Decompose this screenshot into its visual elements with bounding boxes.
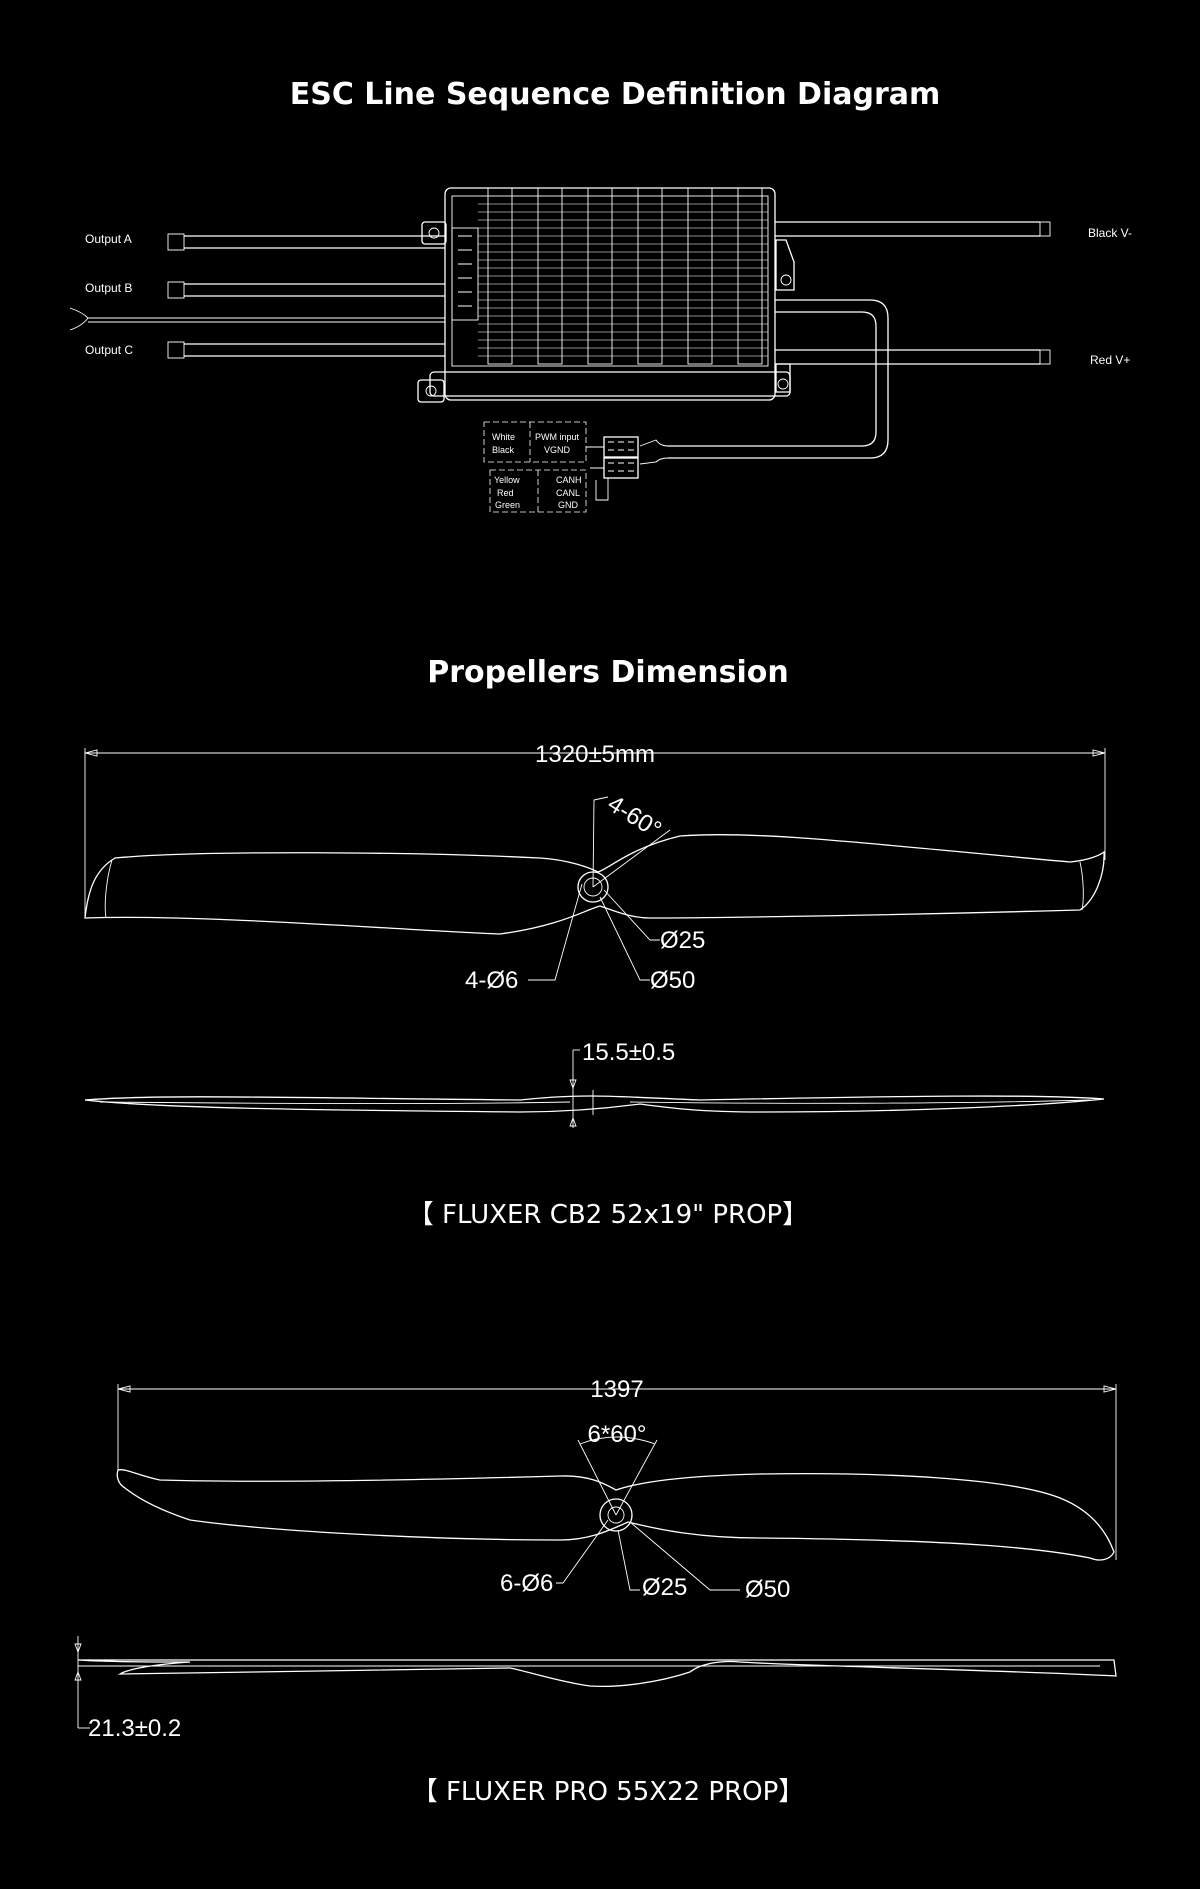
pro-top-view xyxy=(116,1384,1117,1591)
output-b-wire xyxy=(184,283,445,297)
can-row1-signal: CANH xyxy=(556,475,582,485)
cb2-length-label: 1320±5mm xyxy=(535,741,655,768)
pwm-plug xyxy=(603,436,639,458)
pwm-row2-color: Black xyxy=(492,445,515,455)
pro-side-profile xyxy=(77,1659,1117,1688)
pro-side-view xyxy=(74,1636,1117,1729)
output-a-label: Output A xyxy=(85,232,132,246)
red-wire xyxy=(775,349,1040,365)
pwm-row1-signal: PWM input xyxy=(535,432,580,442)
output-a-wire xyxy=(184,235,445,249)
cb2-angle-label: 4-60° xyxy=(603,790,666,843)
pro-hub-outer xyxy=(599,1498,633,1532)
pro-d25-label: Ø25 xyxy=(642,1574,687,1601)
output-c-terminal xyxy=(167,341,185,359)
cb2-d25-label: Ø25 xyxy=(660,927,705,954)
output-c-wire xyxy=(184,343,445,357)
cb2-side-view xyxy=(84,1049,1105,1128)
can-row2-color: Red xyxy=(497,488,514,498)
pro-caption: 【 FLUXER PRO 55X22 PROP】 xyxy=(412,1777,805,1807)
pwm-row1-color: White xyxy=(492,432,515,442)
cb2-d50-label: Ø50 xyxy=(650,967,695,994)
can-row1-color: Yellow xyxy=(494,475,520,485)
esc-drawing xyxy=(69,187,1051,513)
cb2-hole-label: 4-Ø6 xyxy=(465,967,518,994)
pwm-signal-table xyxy=(483,421,587,463)
mount-ear-left-top xyxy=(421,221,447,245)
pro-blade-outline xyxy=(116,1469,1115,1561)
pro-angle-label: 6*60° xyxy=(588,1421,647,1448)
can-row2-signal: CANL xyxy=(556,488,580,498)
black-wire xyxy=(775,221,1040,237)
can-row3-color: Green xyxy=(495,500,520,510)
cb2-hole-leader xyxy=(528,883,583,981)
pro-hub-inner xyxy=(607,1506,625,1524)
cb2-d50-leader xyxy=(599,896,650,981)
esc-title: ESC Line Sequence Definition Diagram xyxy=(290,77,941,112)
esc-base-plate xyxy=(429,371,791,397)
cb2-thickness-label: 15.5±0.5 xyxy=(582,1039,675,1066)
output-c-label: Output C xyxy=(85,343,133,357)
output-b-terminal xyxy=(167,281,185,299)
esc-terminal-block xyxy=(451,227,479,321)
mount-ear-right-top xyxy=(775,239,795,291)
black-label: Black V- xyxy=(1088,226,1132,240)
cb2-side-profile xyxy=(84,1095,1105,1113)
signal-cable-outer xyxy=(668,299,889,459)
cb2-d25-leader xyxy=(603,889,660,941)
pro-hole-leader xyxy=(556,1519,609,1584)
pro-thickness-label: 21.3±0.2 xyxy=(88,1715,181,1742)
esc-fin-lines xyxy=(478,203,768,357)
red-label: Red V+ xyxy=(1090,353,1130,367)
mount-ear-right-bottom xyxy=(775,363,791,393)
cb2-top-view xyxy=(84,748,1106,981)
can-row3-signal: GND xyxy=(558,500,579,510)
props-title: Propellers Dimension xyxy=(427,655,788,690)
pro-d25-leader xyxy=(617,1529,640,1591)
output-a-terminal xyxy=(167,233,185,251)
pro-length-label: 1397 xyxy=(590,1376,643,1403)
pro-d50-leader xyxy=(629,1521,740,1591)
cb2-blade-outline xyxy=(84,834,1105,935)
pwm-row2-signal: VGND xyxy=(544,445,571,455)
mount-ear-left-bottom xyxy=(417,379,445,403)
can-plug xyxy=(603,457,639,479)
pro-d50-label: Ø50 xyxy=(745,1576,790,1603)
cb2-caption: 【 FLUXER CB2 52x19" PROP】 xyxy=(408,1200,808,1230)
output-b-label: Output B xyxy=(85,281,132,295)
signal-cable-inner xyxy=(668,311,877,447)
split-signal-wire xyxy=(69,307,445,331)
pro-hole-label: 6-Ø6 xyxy=(500,1570,553,1597)
